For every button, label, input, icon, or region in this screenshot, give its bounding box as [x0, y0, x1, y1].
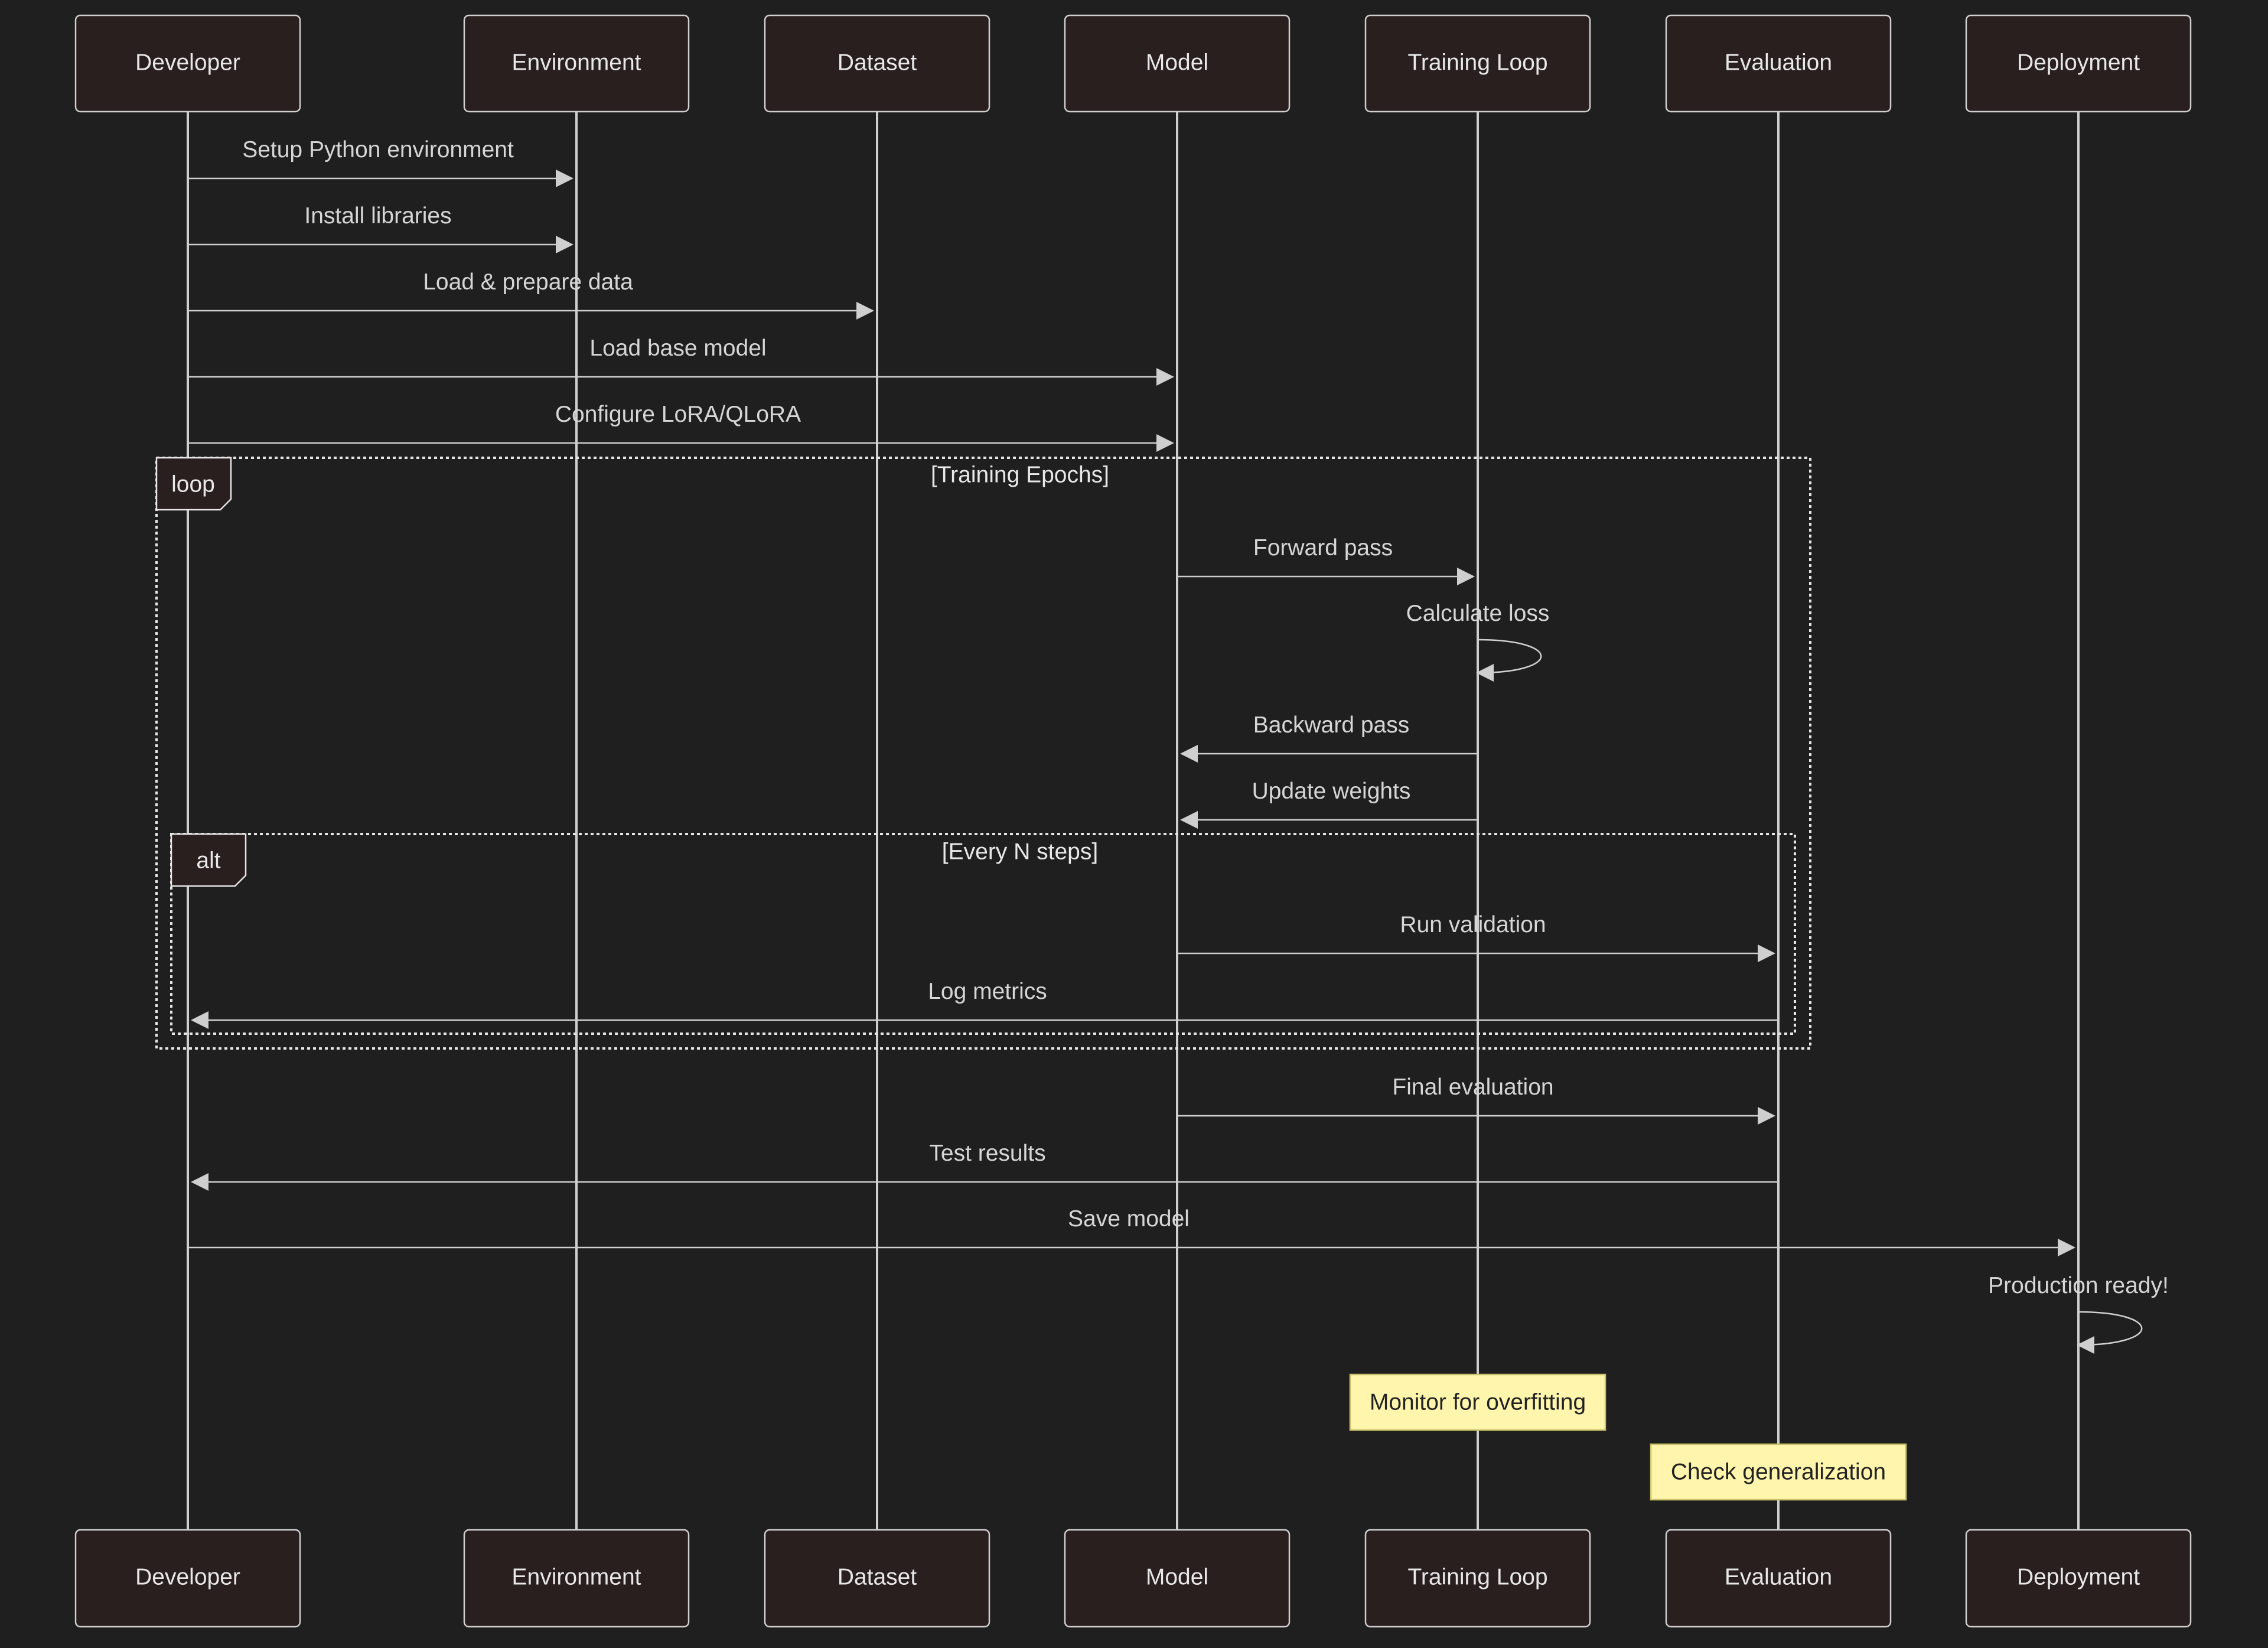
actor-developer: Developer — [74, 14, 301, 113]
actor-label: Environment — [512, 1564, 641, 1590]
message-label: Setup Python environment — [242, 137, 514, 162]
actor-label: Developer — [135, 1564, 240, 1590]
message-label: Update weights — [1252, 779, 1411, 804]
lifelines — [187, 112, 2080, 1530]
message-label: Final evaluation — [1392, 1074, 1553, 1100]
actor-environment-bottom: Environment — [463, 1529, 690, 1628]
actor-training-loop: Training Loop — [1364, 14, 1591, 113]
actor-dataset: Dataset — [764, 14, 990, 113]
actor-label: Dataset — [838, 50, 917, 75]
actor-label: Training Loop — [1407, 1564, 1547, 1590]
message-label: Load base model — [589, 336, 766, 361]
message-calculate-loss: Calculate loss — [1406, 601, 1550, 682]
actor-label: Evaluation — [1725, 1564, 1832, 1590]
alt-condition: [Every N steps] — [942, 839, 1098, 864]
message-log-metrics: Log metrics — [191, 979, 1778, 1029]
message-load-base-model: Load base model — [188, 336, 1174, 386]
actor-label: Model — [1146, 1564, 1208, 1590]
message-load-prepare-data: Load & prepare data — [188, 269, 874, 320]
actor-label: Dataset — [838, 1564, 917, 1590]
message-production-ready: Production ready! — [1988, 1273, 2169, 1354]
actor-evaluation: Evaluation — [1665, 14, 1892, 113]
actor-deployment: Deployment — [1965, 14, 2192, 113]
loop-frame: loop [Training Epochs] — [155, 457, 1811, 1050]
actor-label: Evaluation — [1725, 50, 1832, 75]
actor-label: Environment — [512, 50, 641, 75]
message-setup-python: Setup Python environment — [188, 137, 573, 187]
message-save-model: Save model — [188, 1206, 2075, 1256]
actor-label: Deployment — [2017, 1564, 2140, 1590]
message-test-results: Test results — [191, 1141, 1778, 1191]
note-monitor-overfitting: Monitor for overfitting — [1349, 1373, 1606, 1431]
actor-training-loop-bottom: Training Loop — [1364, 1529, 1591, 1628]
actor-environment: Environment — [463, 14, 690, 113]
messages: Setup Python environment Install librari… — [188, 137, 2169, 1354]
actors-top: Developer Environment Dataset Model Trai… — [74, 14, 2192, 113]
actor-label: Model — [1146, 50, 1208, 75]
actor-dataset-bottom: Dataset — [764, 1529, 990, 1628]
message-final-evaluation: Final evaluation — [1177, 1074, 1775, 1125]
message-update-weights: Update weights — [1180, 779, 1478, 829]
message-label: Test results — [929, 1141, 1045, 1166]
actors-bottom: Developer Environment Dataset Model Trai… — [74, 1529, 2192, 1628]
note-text: Monitor for overfitting — [1370, 1389, 1586, 1415]
actor-model: Model — [1064, 14, 1291, 113]
message-label: Backward pass — [1253, 712, 1409, 738]
actor-deployment-bottom: Deployment — [1965, 1529, 2192, 1628]
actor-label: Developer — [135, 50, 240, 75]
message-label: Configure LoRA/QLoRA — [555, 402, 801, 427]
message-label: Forward pass — [1253, 535, 1393, 561]
message-label: Save model — [1068, 1206, 1190, 1232]
message-label: Calculate loss — [1406, 601, 1550, 626]
message-configure-lora: Configure LoRA/QLoRA — [188, 402, 1174, 452]
message-run-validation: Run validation — [1177, 912, 1775, 962]
loop-condition: [Training Epochs] — [931, 462, 1109, 487]
message-install-libraries: Install libraries — [188, 203, 573, 253]
message-label: Run validation — [1400, 912, 1546, 937]
actor-label: Training Loop — [1407, 50, 1547, 75]
message-label: Log metrics — [928, 979, 1047, 1004]
note-text: Check generalization — [1671, 1459, 1886, 1484]
note-check-generalization: Check generalization — [1650, 1443, 1907, 1501]
loop-label: loop — [171, 471, 215, 497]
message-label: Load & prepare data — [423, 269, 633, 295]
message-label: Production ready! — [1988, 1273, 2169, 1298]
message-forward-pass: Forward pass — [1177, 535, 1475, 585]
actor-model-bottom: Model — [1064, 1529, 1291, 1628]
notes: Monitor for overfitting Check generaliza… — [1349, 1373, 1907, 1501]
actor-evaluation-bottom: Evaluation — [1665, 1529, 1892, 1628]
alt-label: alt — [196, 848, 220, 873]
actor-developer-bottom: Developer — [74, 1529, 301, 1628]
message-label: Install libraries — [304, 203, 451, 229]
actor-label: Deployment — [2017, 50, 2140, 75]
message-backward-pass: Backward pass — [1180, 712, 1478, 763]
alt-frame: alt [Every N steps] — [170, 833, 1796, 1035]
